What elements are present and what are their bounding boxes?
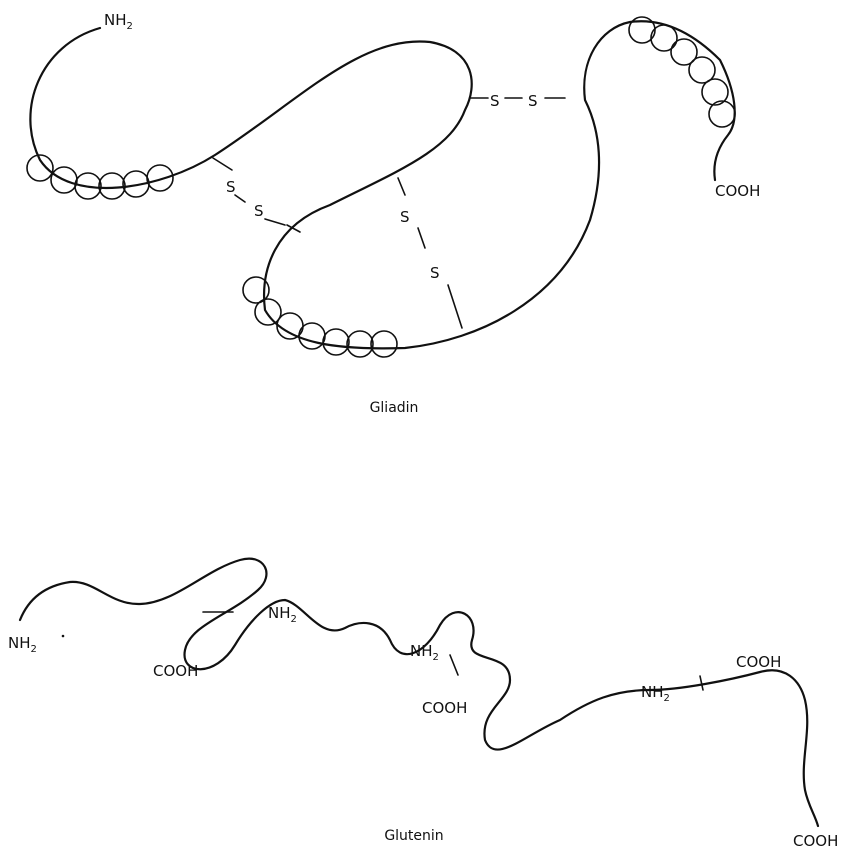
glutenin-caption: Glutenin: [384, 828, 443, 844]
glutenin-nh2-3: NH2: [641, 683, 670, 704]
gliadin-structure: S S S S S S NH2 COOH Gliadin: [27, 11, 760, 416]
glutenin-nh2-2: NH2: [410, 642, 439, 663]
glutenin-cooh-3: COOH: [736, 653, 781, 671]
disulfide-s-3a: S: [490, 92, 500, 110]
disulfide-s-2a: S: [400, 208, 410, 226]
disulfide-bond-2: [398, 178, 462, 328]
disulfide-s-1a: S: [226, 178, 236, 196]
glutenin-crosslink-3: [700, 676, 703, 690]
disulfide-s-1b: S: [254, 202, 264, 220]
disulfide-s-3b: S: [528, 92, 538, 110]
glutenin-crosslink-2: [450, 655, 458, 675]
gliadin-caption: Gliadin: [370, 400, 419, 416]
helix-c-terminal: [629, 17, 735, 127]
gliadin-nh2-label: NH2: [104, 11, 133, 32]
helix-n-terminal: [27, 155, 173, 199]
glutenin-nh2-start: NH2: [8, 634, 37, 655]
glutenin-backbone: [20, 559, 818, 826]
glutenin-cooh-end: COOH: [793, 832, 838, 848]
helix-middle-loop: [243, 277, 397, 357]
stray-dot: [62, 635, 65, 638]
glutenin-structure: NH2 COOH NH2 NH2 COOH NH2 COOH COOH Glut…: [8, 559, 838, 848]
glutenin-nh2-1: NH2: [268, 604, 297, 625]
glutenin-cooh-2: COOH: [422, 699, 467, 717]
glutenin-cooh-1: COOH: [153, 662, 198, 680]
gliadin-backbone: [30, 21, 734, 348]
disulfide-s-2b: S: [430, 264, 440, 282]
gliadin-cooh-label: COOH: [715, 182, 760, 200]
